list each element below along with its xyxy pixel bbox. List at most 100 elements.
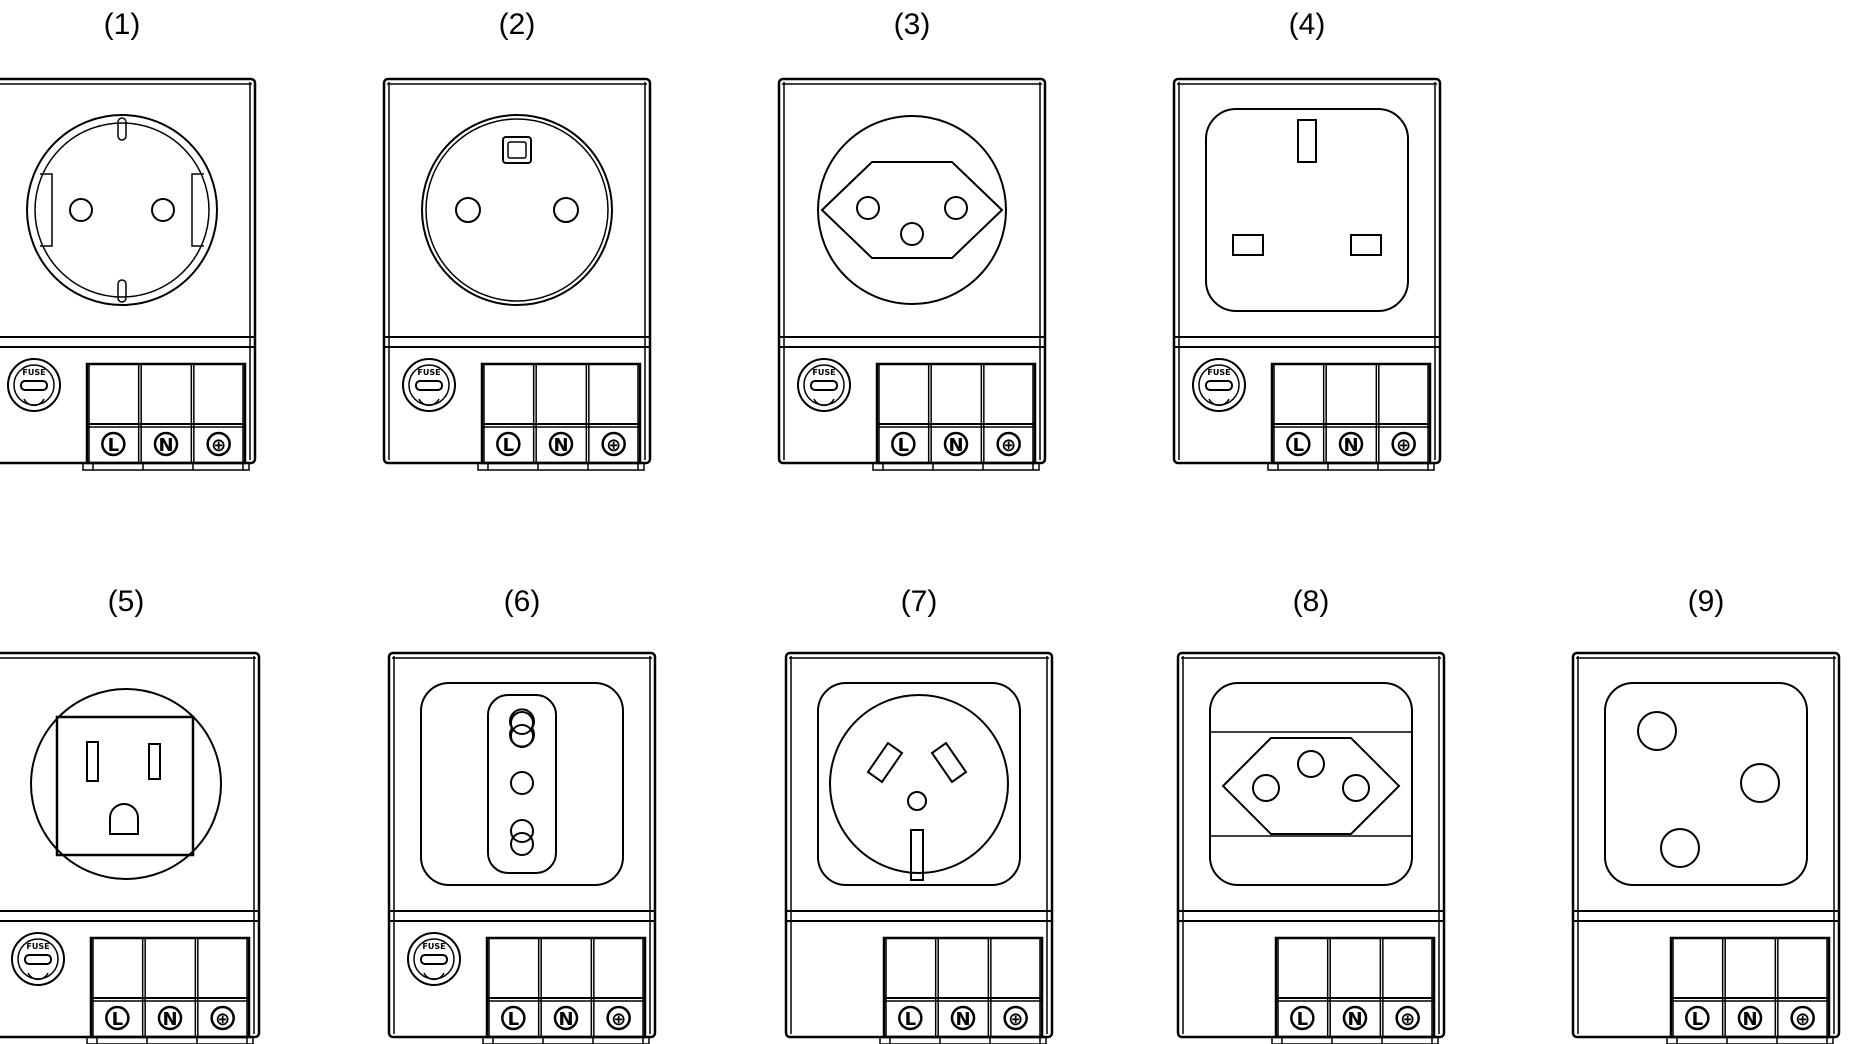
- terminal-screw-2: [1342, 1005, 1368, 1031]
- uk-slot-left: [1232, 234, 1264, 256]
- terminal-label-1: L: [1692, 1009, 1703, 1030]
- terminal-screw-2: [153, 431, 179, 457]
- fuse-holder-icon: FUSE: [402, 358, 456, 412]
- mounting-foot: [477, 462, 645, 471]
- terminal-label-3: ⊕: [1008, 1009, 1023, 1030]
- housing-outline: [1172, 77, 1442, 465]
- fuse-holder-icon: FUSE: [407, 932, 461, 986]
- terminal-label-1: L: [508, 1009, 519, 1030]
- fuse-label: FUSE: [26, 942, 49, 951]
- separator-band: [778, 336, 1046, 348]
- us-square-face: [55, 715, 195, 857]
- br-recess-edges: [1211, 731, 1411, 837]
- terminal-label-3: ⊕: [1400, 1009, 1415, 1030]
- mounting-foot: [879, 1036, 1047, 1044]
- italian-hole-top-a: [510, 711, 534, 735]
- french-hole-left: [455, 197, 481, 223]
- terminal-screw-2: [943, 431, 969, 457]
- terminal-label-3: ⊕: [1001, 435, 1016, 456]
- fuse-holder-icon: FUSE: [11, 932, 65, 986]
- uk-earth-slot: [1297, 119, 1317, 163]
- us-slot-right: [148, 743, 161, 780]
- mounting-foot: [82, 462, 250, 471]
- fuse-arrow: [418, 398, 440, 407]
- schuko-recess: [26, 114, 218, 306]
- us-earth-hole: [109, 803, 139, 835]
- terminal-screw-1: [496, 431, 521, 457]
- housing-outline: [784, 651, 1054, 1039]
- fuse-arrow: [1208, 398, 1230, 407]
- terminal-label-1: L: [898, 435, 909, 456]
- terminal-label-2: N: [558, 1009, 573, 1030]
- schuko-earth-clip-top: [117, 117, 127, 141]
- fuse-outer-ring: [407, 932, 461, 986]
- separator-band: [383, 336, 651, 348]
- italian-hole-middle: [510, 771, 534, 795]
- terminal-screw-1: [501, 1005, 526, 1031]
- terminal-label-2: N: [553, 435, 568, 456]
- mounting-foot: [872, 462, 1040, 471]
- terminal-label-3: ⊕: [211, 435, 226, 456]
- terminal-screw-2: [1338, 431, 1364, 457]
- terminal-label-1: L: [112, 1009, 123, 1030]
- us-slot-left: [86, 741, 99, 782]
- separator-band: [388, 910, 656, 922]
- fuse-label: FUSE: [417, 368, 440, 377]
- terminal-label-2: N: [1347, 1009, 1362, 1030]
- terminal-screw-3: [1391, 431, 1416, 457]
- us-recess: [30, 688, 222, 880]
- fuse-outer-ring: [1192, 358, 1246, 412]
- mounting-foot: [1267, 462, 1435, 471]
- separator-band: [1173, 336, 1441, 348]
- module-label: (8): [1293, 585, 1330, 618]
- terminal-label-2: N: [1742, 1009, 1757, 1030]
- module-label: (7): [901, 585, 938, 618]
- br-recess: [1209, 682, 1413, 886]
- terminal-label-2: N: [162, 1009, 177, 1030]
- fuse-slot: [415, 380, 443, 391]
- fuse-label: FUSE: [812, 368, 835, 377]
- terminal-screw-2: [548, 431, 574, 457]
- terminal-screw-2: [950, 1005, 976, 1031]
- au-slot-right: [930, 741, 968, 784]
- fuse-slot: [24, 954, 52, 965]
- terminal-screw-3: [1790, 1005, 1815, 1031]
- terminal-screw-1: [898, 1005, 923, 1031]
- terminal-label-2: N: [1343, 435, 1358, 456]
- schuko-recess-inner: [34, 122, 210, 298]
- schuko-hole-right: [151, 198, 175, 222]
- terminal-label-1: L: [1297, 1009, 1308, 1030]
- terminal-block: L N ⊕: [1669, 936, 1831, 1039]
- schuko-notch-left: [40, 173, 53, 247]
- french-recess: [421, 114, 613, 306]
- module-label: (4): [1289, 8, 1326, 41]
- french-earth-pin: [502, 136, 532, 164]
- terminal-label-1: L: [108, 435, 119, 456]
- fuse-outer-ring: [402, 358, 456, 412]
- separator-band: [0, 910, 260, 922]
- terminal-block: L N ⊕: [485, 936, 647, 1039]
- terminal-label-3: ⊕: [611, 1009, 626, 1030]
- socket-module-8: (8) L N ⊕: [1176, 585, 1446, 1044]
- italian-hole-bottom-b: [510, 832, 534, 856]
- housing-outline: [1176, 651, 1446, 1039]
- terminal-label-3: ⊕: [1795, 1009, 1810, 1030]
- terminal-screw-2: [157, 1005, 183, 1031]
- terminal-screw-1: [105, 1005, 130, 1031]
- terminal-block: L N ⊕: [1274, 936, 1436, 1039]
- terminal-screw-1: [1286, 431, 1311, 457]
- br-hole-earth: [1297, 750, 1325, 778]
- housing-outline: [1571, 651, 1841, 1039]
- mounting-foot: [1666, 1036, 1834, 1044]
- separator-band: [785, 910, 1053, 922]
